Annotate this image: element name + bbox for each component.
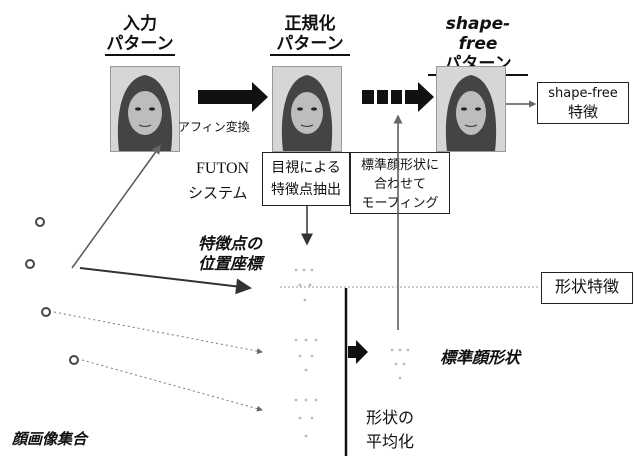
input-up-arrow bbox=[72, 146, 160, 268]
affine-arrow bbox=[198, 82, 268, 112]
position-arrow bbox=[80, 268, 250, 288]
averaging-arrow bbox=[348, 340, 368, 364]
face-dots bbox=[26, 218, 78, 364]
dot-arrow-1 bbox=[54, 312, 262, 352]
morph-arrow bbox=[362, 82, 434, 112]
dot-arrow-2 bbox=[82, 360, 262, 410]
